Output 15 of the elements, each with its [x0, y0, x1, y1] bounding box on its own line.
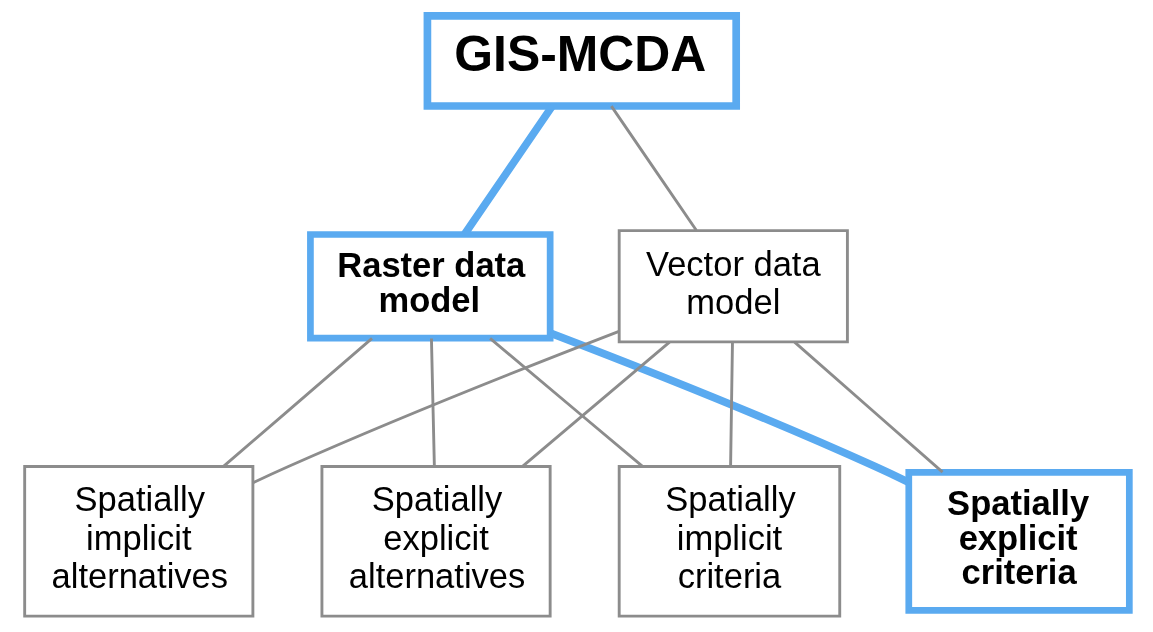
- node-box: Spatially implicit alternatives: [22, 465, 254, 618]
- node-box: Spatially explicit alternatives: [320, 465, 552, 618]
- node-box: Spatially explicit criteria: [904, 468, 1133, 614]
- connector: [609, 105, 697, 232]
- connector: [222, 337, 373, 468]
- connector: [728, 342, 734, 466]
- node-box: Vector data model: [617, 229, 849, 344]
- connector: [429, 338, 436, 467]
- connector: [793, 341, 943, 474]
- connector: [521, 341, 670, 468]
- node-box: Raster data model: [306, 231, 553, 342]
- connector: [488, 337, 643, 468]
- node-box: Spatially implicit criteria: [617, 465, 841, 618]
- connector: [252, 330, 619, 484]
- node-box: GIS-MCDA: [423, 12, 740, 110]
